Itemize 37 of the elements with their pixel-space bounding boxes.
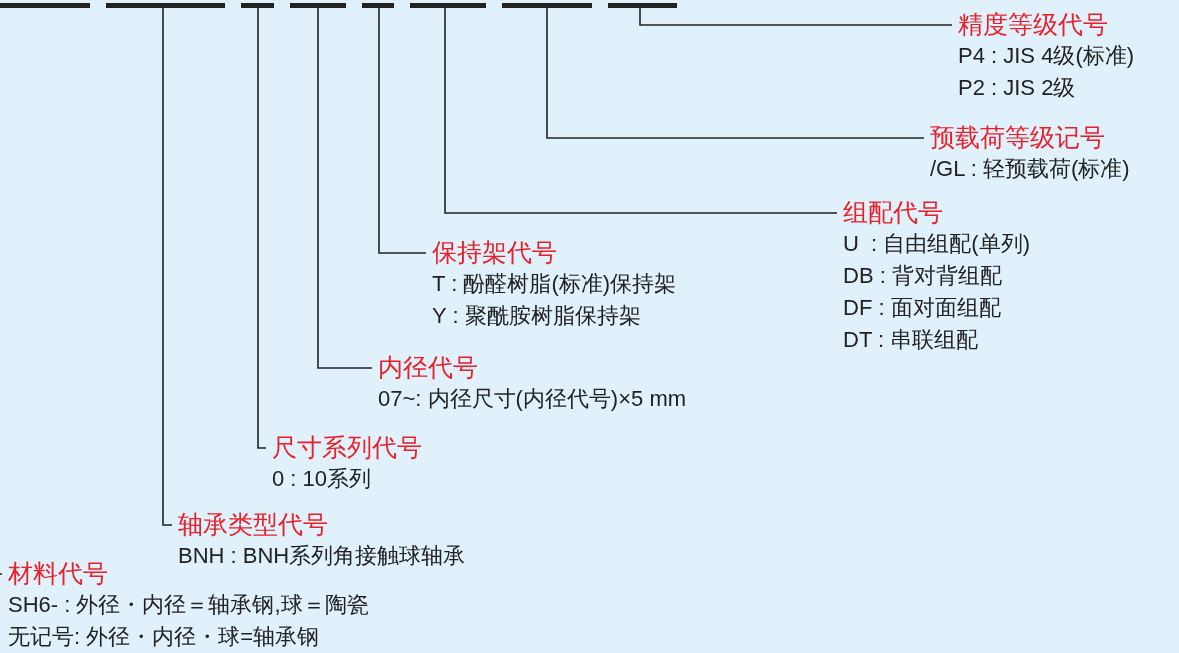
leader-line — [444, 7, 838, 214]
code-description: 07~: 内径尺寸(内径代号)×5 mm — [378, 385, 687, 413]
code-description: T : 酚醛树脂(标准)保持架 — [432, 270, 677, 298]
code-heading: 材料代号 — [8, 558, 109, 589]
bar-segment — [410, 3, 486, 8]
code-description: U : 自由组配(单列) — [843, 230, 1030, 258]
code-description: BNH : BNH系列角接触球轴承 — [178, 542, 466, 570]
bar-segment — [0, 3, 90, 8]
code-description: Y : 聚酰胺树脂保持架 — [432, 302, 642, 330]
code-heading: 轴承类型代号 — [178, 509, 329, 540]
bar-segment — [608, 3, 677, 8]
leader-line — [162, 7, 173, 526]
bar-segment — [362, 3, 394, 8]
code-heading: 预载荷等级记号 — [930, 122, 1106, 153]
code-description: P4 : JIS 4级(标准) — [958, 42, 1135, 70]
leader-line — [257, 7, 267, 449]
bar-segment — [106, 3, 225, 8]
leader-line — [378, 7, 427, 254]
code-description: DF : 面对面组配 — [843, 294, 1002, 322]
code-description: 0 : 10系列 — [272, 465, 373, 493]
code-description: DB : 背对背组配 — [843, 262, 1003, 290]
leader-line — [317, 7, 373, 369]
leader-line — [639, 7, 953, 26]
code-heading: 尺寸系列代号 — [272, 432, 422, 463]
code-description: SH6- : 外径・内径＝轴承钢,球＝陶瓷 — [8, 591, 369, 619]
code-description: 无记号: 外径・内径・球=轴承钢 — [8, 623, 321, 651]
code-heading: 组配代号 — [843, 197, 944, 228]
code-description: DT : 串联组配 — [843, 326, 980, 354]
bar-segment — [241, 3, 274, 8]
code-heading: 精度等级代号 — [958, 9, 1109, 40]
code-heading: 保持架代号 — [432, 237, 558, 268]
bar-segment — [502, 3, 592, 8]
bar-segment — [290, 3, 346, 8]
code-description: /GL : 轻预载荷(标准) — [930, 155, 1130, 183]
code-description: P2 : JIS 2级 — [958, 74, 1077, 102]
code-heading: 内径代号 — [378, 352, 479, 383]
leader-line — [546, 7, 925, 139]
